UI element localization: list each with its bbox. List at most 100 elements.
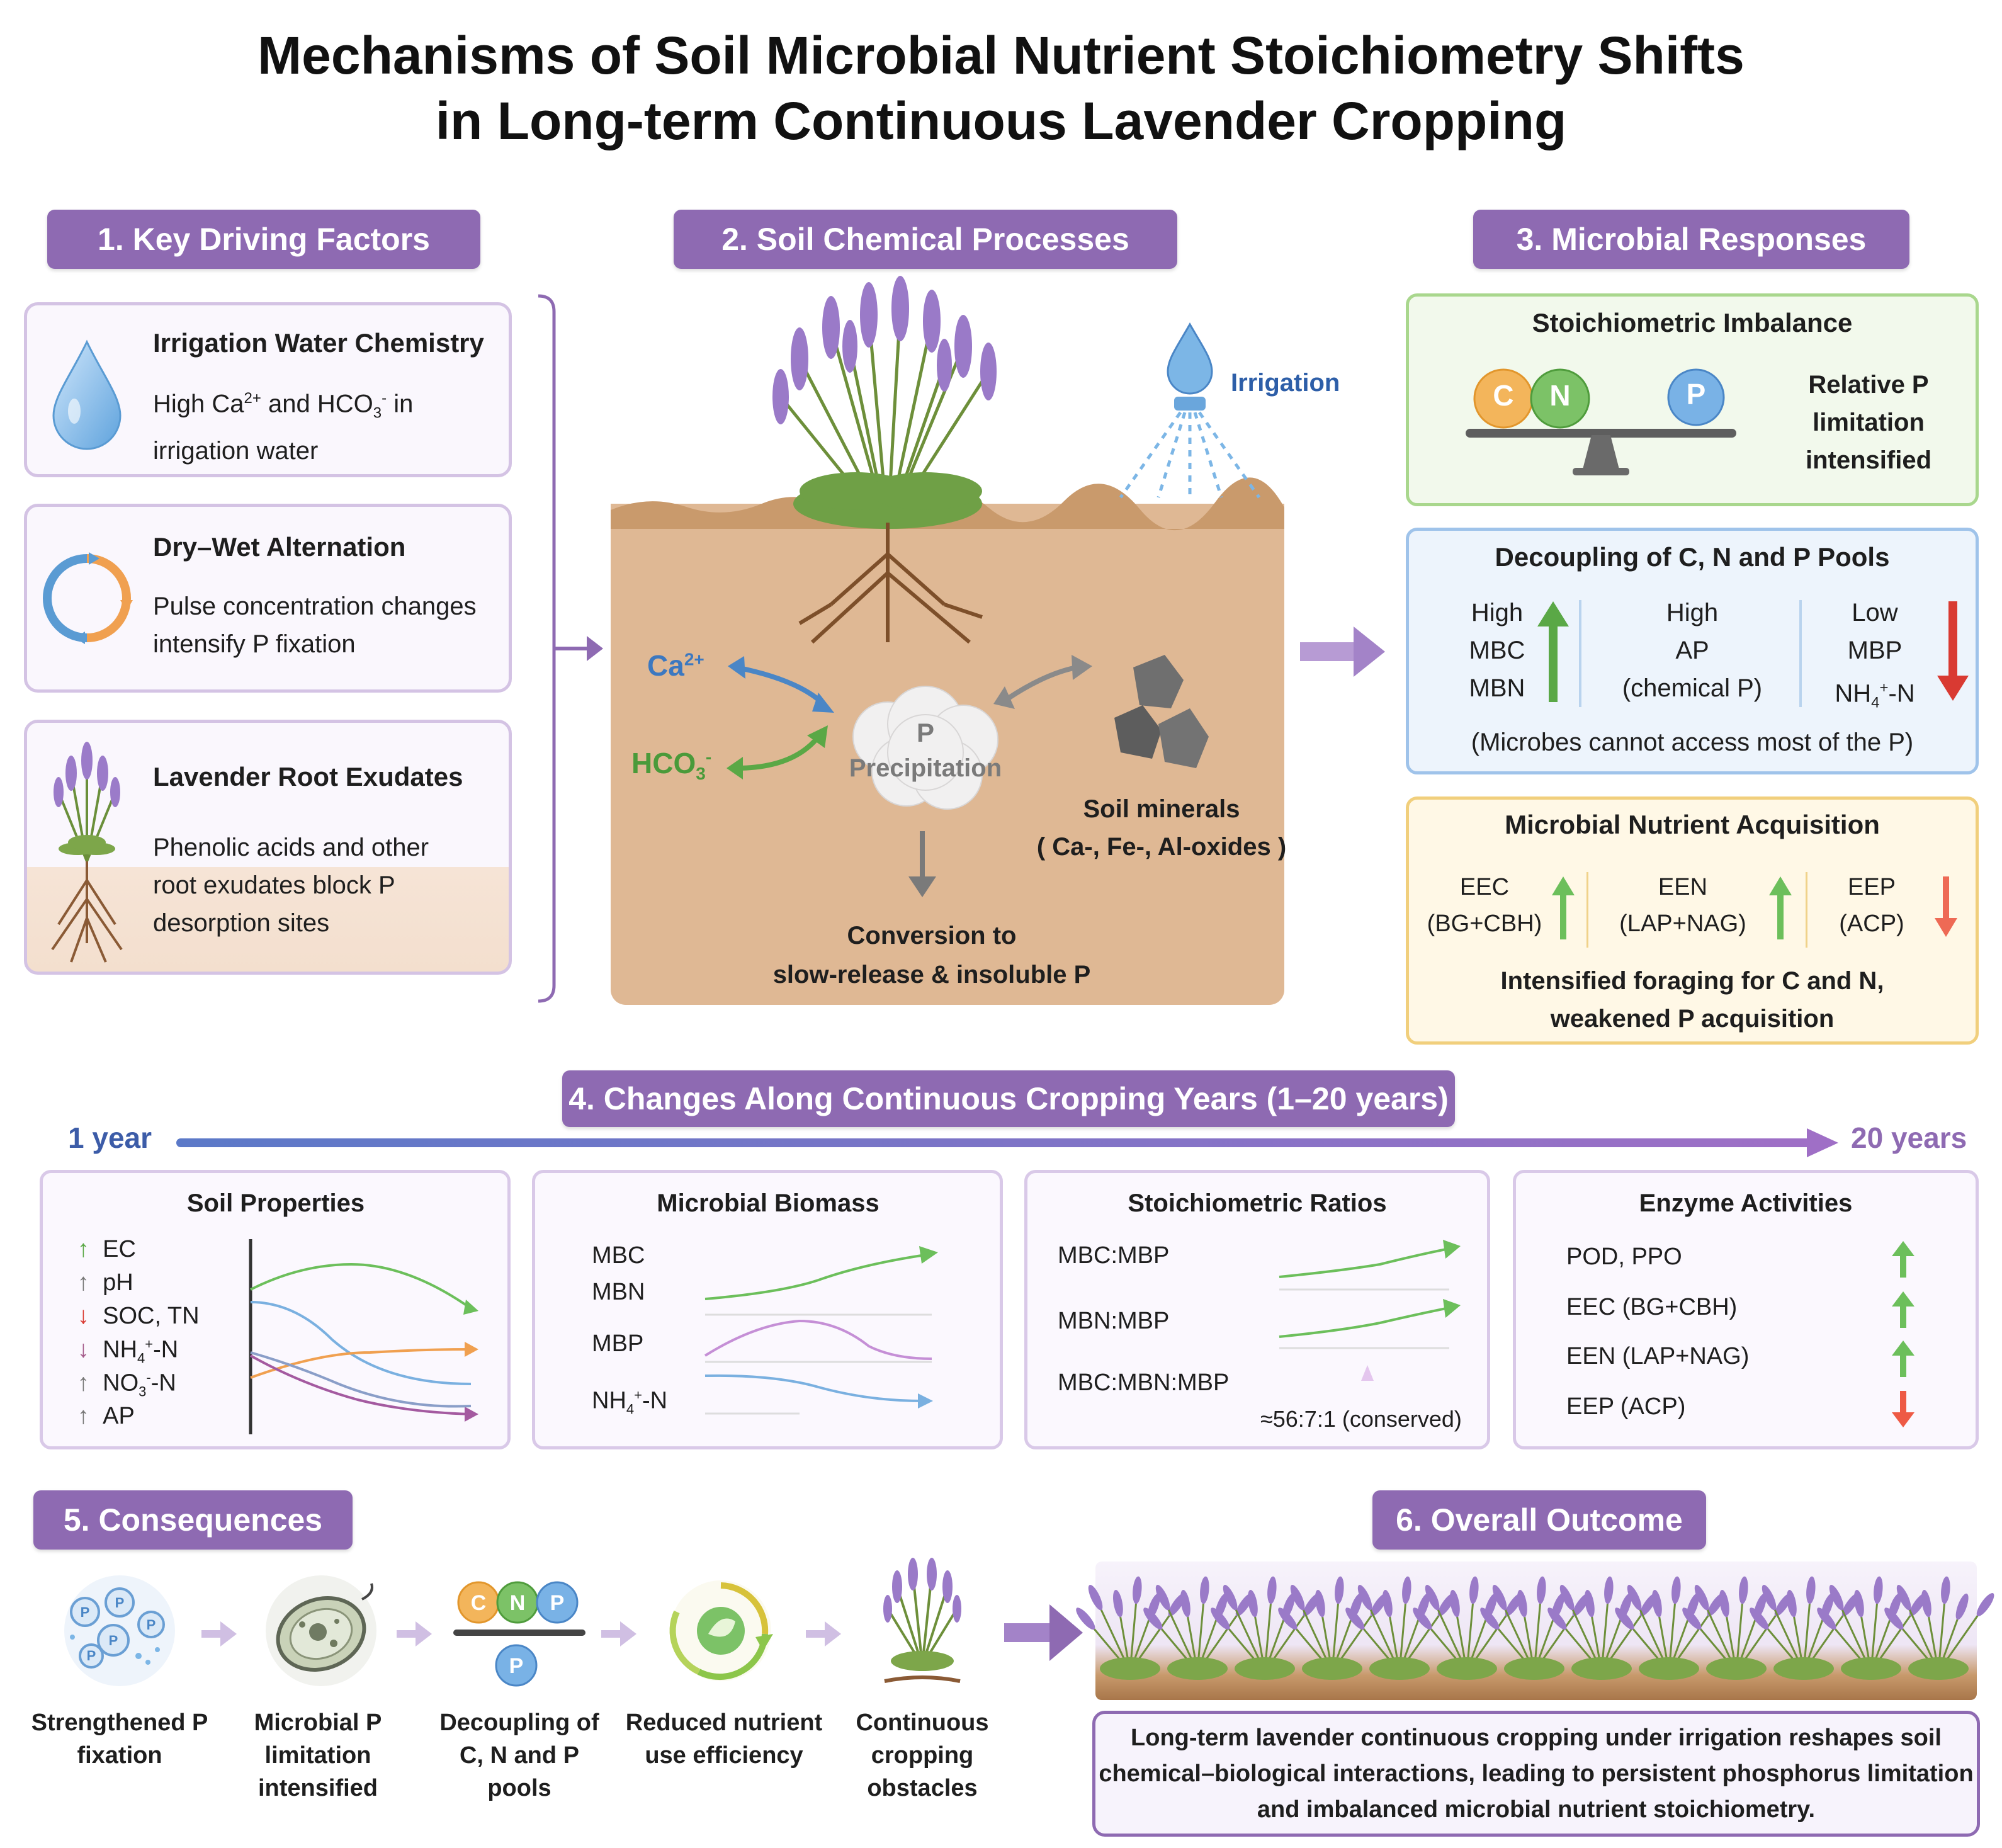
c-token: C — [1493, 379, 1514, 412]
title-line-1: Mechanisms of Soil Microbial Nutrient St… — [257, 26, 1745, 85]
label-nh4: NH4+-N — [592, 1387, 668, 1417]
arrow-up-icon — [1892, 1241, 1914, 1278]
divider — [1799, 600, 1802, 707]
card-title: Microbial Nutrient Acquisition — [1505, 810, 1880, 839]
arrow-down-icon — [1892, 1391, 1914, 1427]
label-mbn: MBN — [592, 1279, 645, 1305]
section-header-cropping-years: 4. Changes Along Continuous Cropping Yea… — [562, 1070, 1455, 1127]
soil-properties-panel: Soil Properties ↑ EC ↑ pH ↓ SOC, TN ↓ NH… — [40, 1170, 511, 1449]
stoichiometric-imbalance-card: Stoichiometric Imbalance C N P Relative … — [1406, 293, 1979, 506]
soil-minerals-label: Soil minerals( Ca-, Fe-, Al-oxides ) — [1036, 795, 1287, 861]
microbe-cell-icon — [266, 1575, 376, 1686]
arrow-up-icon — [1892, 1341, 1914, 1377]
enzyme-eep: EEP (ACP) — [1566, 1393, 1686, 1420]
arrow-down-icon — [1937, 601, 1969, 701]
svg-text:N: N — [510, 1591, 526, 1615]
overall-outcome-box: Long-term lavender continuous cropping u… — [1092, 1711, 1980, 1837]
microbial-biomass-panel: Microbial Biomass MBC MBN MBP NH4+-N — [532, 1170, 1003, 1449]
page-title: Mechanisms of Soil Microbial Nutrient St… — [0, 23, 2002, 154]
lavender-plant — [1143, 1576, 1253, 1680]
svg-text:P: P — [87, 1648, 96, 1664]
enzyme-pod-ppo: POD, PPO — [1566, 1244, 1682, 1270]
stoichiometric-ratios-panel: Stoichiometric Ratios MBC:MBP MBN:MBP MB… — [1024, 1170, 1490, 1449]
svg-text:P: P — [550, 1591, 565, 1615]
lavender-plant-icon — [883, 1558, 961, 1683]
svg-text:P: P — [147, 1617, 156, 1633]
arrow-to-responses — [1300, 626, 1385, 677]
lavender-field — [1076, 1562, 1994, 1700]
soil-trend-lines — [249, 1239, 478, 1434]
soil-property-list: ↑ EC ↑ pH ↓ SOC, TN ↓ NH4+-N ↑ NO3--N ↑ … — [77, 1236, 200, 1436]
outcome-line-1: Long-term lavender continuous cropping u… — [1131, 1724, 1942, 1751]
nutrient-acquisition-card: Microbial Nutrient Acquisition EEC(BG+CB… — [1406, 796, 1979, 1045]
lavender-root-icon — [51, 742, 123, 963]
p-precipitate-icon — [852, 686, 998, 810]
card-title: Stoichiometric Imbalance — [1532, 308, 1853, 337]
acquisition-note: Intensified foraging for C and N,weakene… — [1500, 967, 1884, 1033]
ratio-conserved-note: ≈56:7:1 (conserved) — [1260, 1406, 1462, 1432]
divider — [1806, 872, 1807, 948]
enzyme-eec: EEC (BG+CBH) — [1566, 1294, 1738, 1320]
bracket-connector — [538, 294, 603, 1003]
panel-title: Microbial Biomass — [657, 1189, 879, 1217]
een-label: EEN(LAP+NAG) — [1619, 874, 1746, 937]
arrow-up-icon — [1537, 601, 1569, 702]
lavender-field-plants — [1076, 1576, 1994, 1680]
flow-arrow — [201, 1621, 237, 1647]
soil-row-ap: ↑ AP — [77, 1403, 135, 1429]
section-header-microbial-responses: 3. Microbial Responses — [1473, 210, 1909, 269]
arrow-down-icon — [1935, 876, 1957, 937]
outcome-line-3: and imbalanced microbial nutrient stoich… — [1257, 1796, 1816, 1823]
n-token: N — [1549, 379, 1571, 412]
driver-title: Irrigation Water Chemistry — [153, 328, 484, 358]
p-token: P — [1686, 378, 1706, 411]
timeline-arrow — [176, 1128, 1838, 1157]
divider — [1586, 872, 1588, 948]
water-drop-icon — [52, 339, 122, 450]
divider — [1579, 600, 1581, 707]
label-mbc: MBC — [592, 1242, 645, 1269]
panel-title: Enzyme Activities — [1639, 1189, 1853, 1217]
panel-title: Soil Properties — [186, 1189, 365, 1217]
flow-arrow — [397, 1621, 432, 1647]
title-line-2: in Long-term Continuous Lavender Croppin… — [435, 91, 1567, 150]
label-mbn-mbp: MBN:MBP — [1058, 1308, 1170, 1334]
svg-text:C: C — [471, 1591, 487, 1615]
hco3-ion-label: HCO3- — [631, 747, 712, 784]
biomass-trend-lines — [704, 1246, 938, 1415]
lavender-plant — [1278, 1576, 1388, 1680]
section-header-chemical-processes: 2. Soil Chemical Processes — [674, 210, 1177, 269]
driver-card-irrigation: Irrigation Water Chemistry High Ca2+ and… — [24, 302, 512, 477]
recycle-leaf-icon — [669, 1580, 773, 1681]
outcome-line-2: chemical–biological interactions, leadin… — [1099, 1760, 1974, 1787]
svg-text:P: P — [81, 1604, 90, 1620]
arrow-to-outcome — [1004, 1604, 1083, 1661]
section-header-overall-outcome: 6. Overall Outcome — [1372, 1490, 1706, 1550]
precipitate-p: P — [916, 718, 934, 747]
panel-title: Stoichiometric Ratios — [1128, 1189, 1387, 1217]
timeline-end: 20 years — [1851, 1121, 1967, 1154]
lavender-plant — [1750, 1576, 1860, 1680]
irrigation-label: Irrigation — [1231, 369, 1340, 397]
soil-row-no3: ↑ NO3--N — [77, 1369, 176, 1400]
driver-card-root-exudates: Lavender Root Exudates Phenolic acids an… — [24, 720, 512, 975]
section-header-consequences: 5. Consequences — [33, 1490, 353, 1550]
cycle-arrows-icon — [43, 552, 133, 644]
soil-minerals-icon — [1114, 655, 1209, 768]
cnp-seesaw-icon — [1466, 368, 1736, 475]
svg-text:P: P — [115, 1595, 125, 1611]
irrigation-sprinkler-icon[interactable] — [1108, 315, 1272, 504]
label-mbc-mbp: MBC:MBP — [1058, 1242, 1170, 1269]
arrow-up-icon — [1769, 876, 1792, 939]
arrow-up-icon — [1552, 876, 1575, 939]
timeline-start: 1 year — [68, 1121, 152, 1154]
